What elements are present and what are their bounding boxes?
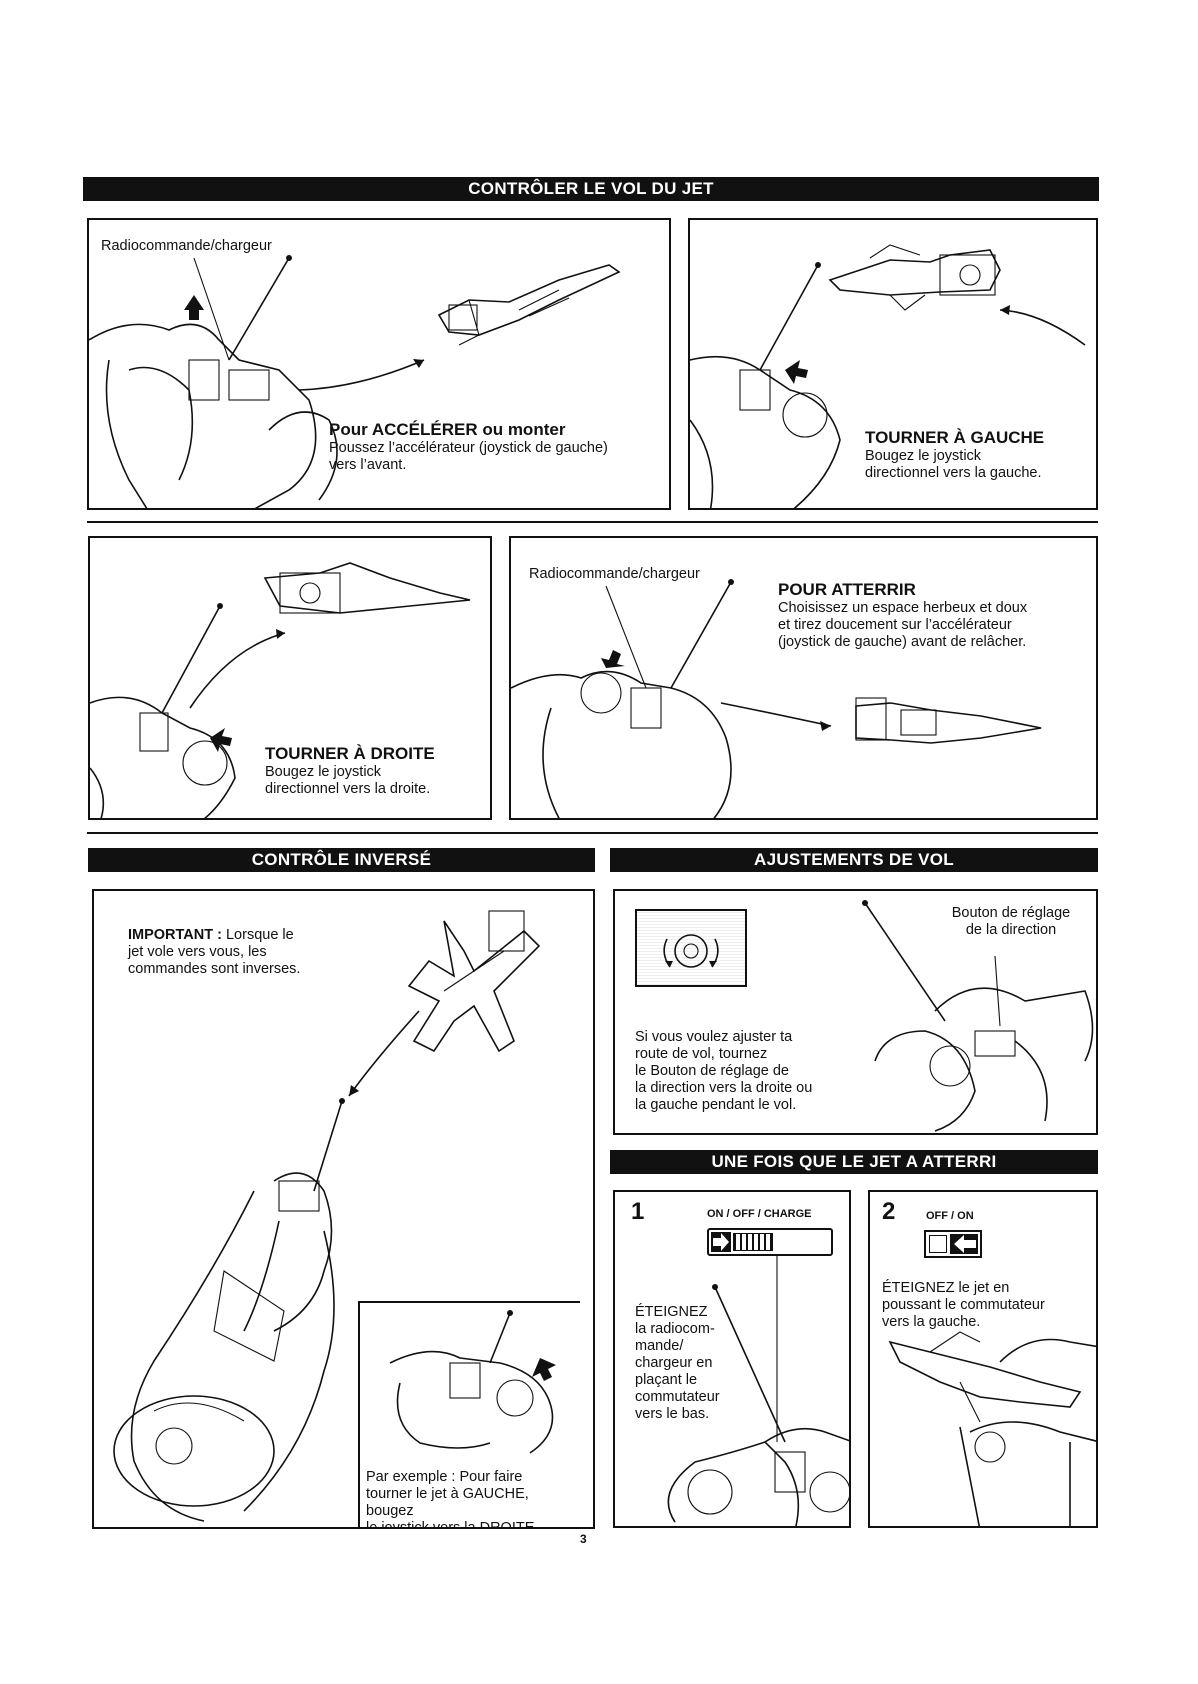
- text-line: (joystick de gauche) avant de relâcher.: [778, 634, 1027, 650]
- arrow-right-icon: [713, 1233, 729, 1251]
- text-line: directionnel vers la droite.: [265, 781, 431, 797]
- text-line: vers le bas.: [635, 1406, 710, 1422]
- step-number: 1: [631, 1198, 645, 1225]
- divider: [87, 521, 1098, 523]
- text-line: chargeur en: [635, 1355, 713, 1371]
- panel-step-2: 2 OFF / ON ÉTEIGNEZ le jet en poussant l…: [868, 1190, 1098, 1528]
- jet-controller-illustration: [90, 562, 471, 818]
- heading-landing: POUR ATTERRIR: [778, 580, 916, 599]
- panel-turn-right: TOURNER À DROITE Bougez le joystick dire…: [88, 536, 492, 820]
- text-line: Bouton de réglage: [951, 905, 1071, 921]
- controller-illustration: [389, 1310, 556, 1454]
- device-label: Radiocommande/chargeur: [101, 238, 272, 254]
- text-line: le Bouton de réglage de: [635, 1063, 789, 1079]
- jet-controller-illustration: [690, 244, 1086, 508]
- text-line: ÉTEIGNEZ le jet en: [882, 1280, 1010, 1296]
- text-line: de la direction: [965, 922, 1057, 938]
- jet-illustration: [437, 264, 621, 346]
- page-number: 3: [580, 1532, 587, 1546]
- jet-pilot-illustration: [113, 910, 541, 1522]
- arrow-left-icon: [954, 1235, 976, 1253]
- divider: [87, 832, 1098, 834]
- panel-turn-left: TOURNER À GAUCHE Bougez le joystick dire…: [688, 218, 1098, 510]
- example-text: Par exemple : Pour faire tourner le jet …: [366, 1469, 580, 1529]
- controller-illustration: [667, 1254, 849, 1526]
- text-line: tourner le jet à GAUCHE, bougez: [366, 1486, 529, 1519]
- text-line: Poussez l’accélérateur (joystick de gauc…: [329, 440, 608, 456]
- step-2-text: ÉTEIGNEZ le jet en poussant le commutate…: [882, 1280, 1045, 1331]
- important-note: IMPORTANT : Lorsque le jet vole vers vou…: [128, 927, 300, 978]
- section-banner-ajustements: AJUSTEMENTS DE VOL: [610, 848, 1098, 872]
- text-line: route de vol, tournez: [635, 1046, 768, 1062]
- jet-hand-illustration: [888, 1331, 1096, 1526]
- text-line: Si vous voulez ajuster ta: [635, 1029, 793, 1045]
- text-line: Par exemple : Pour faire: [366, 1469, 523, 1485]
- section-banner-atterri: UNE FOIS QUE LE JET A ATTERRI: [610, 1150, 1098, 1174]
- text-line: directionnel vers la gauche.: [865, 465, 1042, 481]
- heading-accelerate: Pour ACCÉLÉRER ou monter: [329, 420, 566, 439]
- device-label: Radiocommande/chargeur: [529, 566, 700, 582]
- turn-left-text: TOURNER À GAUCHE Bougez le joystick dire…: [865, 428, 1044, 482]
- text-line: la direction vers la droite ou: [635, 1080, 813, 1096]
- section-title: AJUSTEMENTS DE VOL: [744, 850, 964, 869]
- text-line: la gauche pendant le vol.: [635, 1097, 797, 1113]
- text-line: poussant le commutateur: [882, 1297, 1045, 1313]
- landing-text: POUR ATTERRIR Choisissez un espace herbe…: [778, 580, 1027, 651]
- panel-landing: Radiocommande/chargeur POUR ATTERRIR Cho…: [509, 536, 1098, 820]
- text-line: jet vole vers vous, les: [128, 944, 267, 960]
- text-line: vers l’avant.: [329, 457, 407, 473]
- panel-adjust: Bouton de réglage de la direction Si vou…: [613, 889, 1098, 1135]
- step-1-text: ÉTEIGNEZ la radiocom- mande/ chargeur en…: [635, 1304, 720, 1423]
- switch-label: ON / OFF / CHARGE: [707, 1208, 812, 1220]
- adjust-text: Si vous voulez ajuster ta route de vol, …: [635, 1029, 812, 1114]
- example-inset: Par exemple : Pour faire tourner le jet …: [358, 1301, 580, 1529]
- controller-illustration: [89, 255, 425, 508]
- text-line: plaçant le: [635, 1372, 698, 1388]
- text-line: la radiocom-: [635, 1321, 715, 1337]
- text-line: et tirez doucement sur l’accélérateur: [778, 617, 1012, 633]
- text-line: vers la gauche.: [882, 1314, 981, 1330]
- section-title: CONTRÔLE INVERSÉ: [241, 850, 442, 869]
- text-line: Lorsque le: [221, 927, 294, 943]
- panel-accelerate: Radiocommande/chargeur Pour ACCÉLÉRER ou…: [87, 218, 671, 510]
- heading-turn-right: TOURNER À DROITE: [265, 744, 435, 763]
- step-number: 2: [882, 1198, 896, 1225]
- text-line: commutateur: [635, 1389, 720, 1405]
- controller-jet-illustration: [511, 579, 1042, 818]
- heading-turn-left: TOURNER À GAUCHE: [865, 428, 1045, 447]
- switch-label: OFF / ON: [926, 1210, 974, 1222]
- on-off-charge-switch: [707, 1228, 833, 1256]
- text-line: mande/: [635, 1338, 684, 1354]
- section-banner-controler: CONTRÔLER LE VOL DU JET: [83, 177, 1099, 201]
- trim-button-label: Bouton de réglage de la direction: [941, 905, 1081, 939]
- text-line: commandes sont inverses.: [128, 961, 301, 977]
- text-line: ÉTEIGNEZ: [635, 1304, 708, 1320]
- text-line: le joystick vers la DROITE.: [366, 1520, 539, 1529]
- panel-step-1: 1 ON / OFF / CHARGE ÉTEIGNEZ la radiocom…: [613, 1190, 851, 1528]
- section-title: CONTRÔLER LE VOL DU JET: [458, 179, 724, 198]
- section-title: UNE FOIS QUE LE JET A ATTERRI: [701, 1152, 1007, 1171]
- important-label: IMPORTANT :: [128, 927, 222, 943]
- text-line: Bougez le joystick: [265, 764, 382, 780]
- accelerate-text: Pour ACCÉLÉRER ou monter Poussez l’accél…: [329, 420, 608, 474]
- trim-dial-icon: [663, 900, 1094, 1132]
- trim-dial-box: [635, 909, 747, 987]
- panel-inverse: IMPORTANT : Lorsque le jet vole vers vou…: [92, 889, 595, 1529]
- text-line: Bougez le joystick: [865, 448, 982, 464]
- page-number-text: 3: [580, 1532, 587, 1546]
- turn-right-text: TOURNER À DROITE Bougez le joystick dire…: [265, 744, 435, 798]
- text-line: Choisissez un espace herbeux et doux: [778, 600, 1028, 616]
- section-banner-inverse: CONTRÔLE INVERSÉ: [88, 848, 595, 872]
